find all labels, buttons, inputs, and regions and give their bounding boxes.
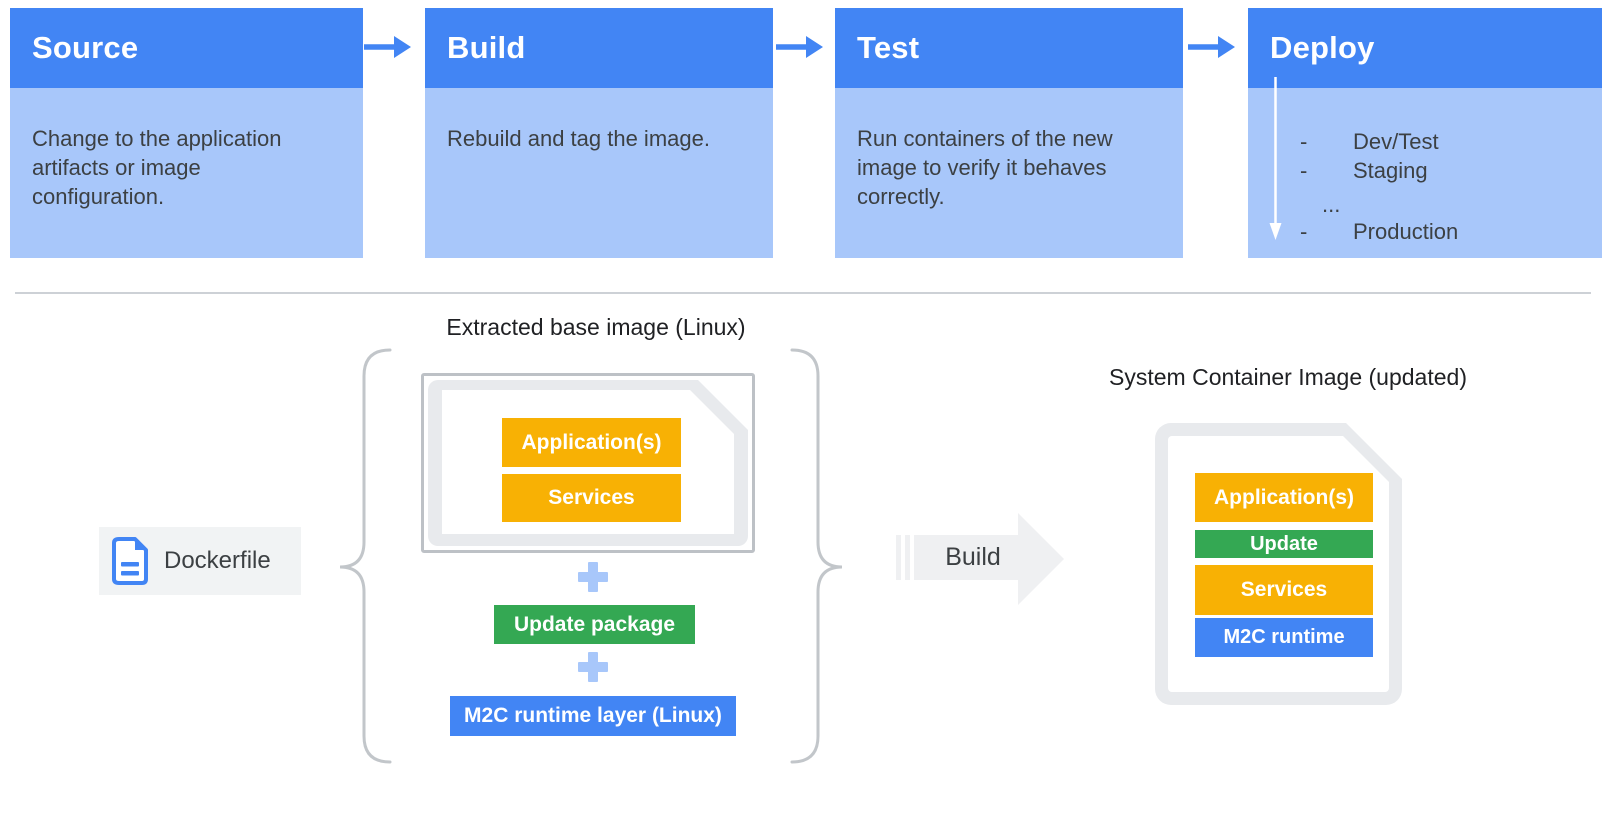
deploy-target-label: ...	[1322, 192, 1341, 217]
stage-description: Rebuild and tag the image.	[425, 88, 773, 258]
down-arrow-icon	[1269, 77, 1282, 240]
right-arrow-icon	[364, 36, 411, 58]
dockerfile-label: Dockerfile	[164, 547, 271, 574]
stage-title: Source	[32, 30, 139, 65]
layer-update-package: Update package	[494, 605, 695, 644]
pipeline-stage-deploy: Deploy - Dev/Test - Staging ... - Produc…	[1248, 8, 1602, 258]
right-arrow-icon	[776, 36, 823, 58]
deploy-target-label: Production	[1353, 219, 1459, 244]
stage-title: Deploy	[1270, 30, 1375, 65]
right-arrow-icon	[1188, 36, 1235, 58]
stage-description: Change to the application artifacts or i…	[10, 88, 363, 258]
right-brace-icon	[790, 348, 843, 764]
stage-header: Source	[10, 8, 363, 88]
result-layer-update: Update	[1195, 530, 1373, 558]
layer-applications: Application(s)	[502, 418, 681, 467]
result-layer-applications: Application(s)	[1195, 473, 1373, 522]
list-dash: -	[1300, 158, 1308, 183]
plus-icon	[578, 562, 608, 592]
result-layer-m2c-runtime: M2C runtime	[1195, 618, 1373, 657]
deploy-target-row: - Production	[1248, 217, 1602, 247]
build-arrow-label: Build	[945, 543, 1001, 571]
dockerfile-chip: Dockerfile	[99, 527, 301, 595]
stage-title: Test	[857, 30, 920, 65]
stage-body-deploy	[1248, 88, 1602, 258]
list-dash: -	[1300, 129, 1308, 154]
stage-header: Test	[835, 8, 1183, 88]
left-brace-icon	[339, 348, 392, 764]
deploy-target-row: - Staging	[1248, 156, 1602, 186]
stage-title: Build	[447, 30, 526, 65]
pipeline-stage-build: Build Rebuild and tag the image.	[425, 8, 773, 258]
stage-header: Deploy	[1248, 8, 1602, 88]
extracted-base-image-title: Extracted base image (Linux)	[446, 314, 746, 340]
layer-services: Services	[502, 474, 681, 522]
stage-header: Build	[425, 8, 773, 88]
pipeline-stage-test: Test Run containers of the new image to …	[835, 8, 1183, 258]
deploy-target-row: ...	[1248, 190, 1602, 220]
section-divider	[15, 292, 1591, 294]
pipeline-stage-source: Source Change to the application artifac…	[10, 8, 363, 258]
deploy-target-label: Dev/Test	[1353, 129, 1439, 154]
build-arrow-icon	[896, 513, 1064, 605]
document-icon	[112, 537, 148, 585]
system-container-image-title: System Container Image (updated)	[1109, 364, 1467, 390]
stage-description: Run containers of the new image to verif…	[835, 88, 1183, 258]
deploy-target-label: Staging	[1353, 158, 1428, 183]
plus-icon	[578, 652, 608, 682]
result-layer-services: Services	[1195, 565, 1373, 615]
deploy-target-row: - Dev/Test	[1248, 127, 1602, 157]
list-dash: -	[1300, 219, 1308, 244]
layer-m2c-runtime-layer: M2C runtime layer (Linux)	[450, 696, 736, 736]
result-document	[1155, 423, 1402, 705]
